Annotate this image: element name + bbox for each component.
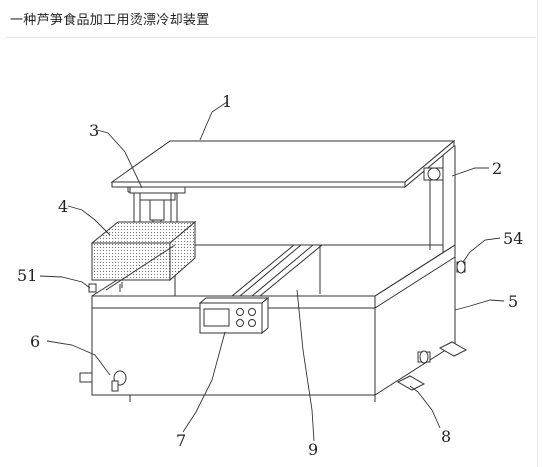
top-cover: [110, 139, 456, 193]
part-labels: 1 3 2 4 54 51 5 6 7 9 8: [17, 92, 523, 459]
divider-rails: [230, 244, 324, 297]
label-54: 54: [503, 229, 523, 248]
label-3: 3: [89, 121, 99, 140]
label-6: 6: [30, 332, 40, 351]
lift-cylinder: [129, 186, 186, 236]
motor: [423, 167, 444, 181]
bottom-pipe: [417, 350, 431, 364]
label-4: 4: [58, 197, 68, 216]
page-title: 一种芦笋食品加工用烫漂冷却装置: [10, 13, 210, 28]
title-divider: [6, 37, 536, 38]
drain-valve: [79, 370, 127, 392]
label-8: 8: [441, 427, 451, 446]
support-feet: [129, 341, 468, 402]
inlet-pipe: [88, 283, 121, 293]
label-9: 9: [308, 440, 318, 459]
label-1: 1: [222, 92, 232, 111]
tank-body: [91, 244, 456, 396]
label-7: 7: [176, 431, 186, 450]
control-panel: [198, 296, 270, 335]
leader-lines: [39, 101, 505, 442]
side-outlet: [456, 260, 466, 274]
label-51: 51: [17, 266, 37, 285]
mesh-basket: [90, 220, 197, 282]
label-5: 5: [508, 292, 518, 311]
page-edge: [537, 0, 538, 467]
label-2: 2: [492, 159, 502, 178]
